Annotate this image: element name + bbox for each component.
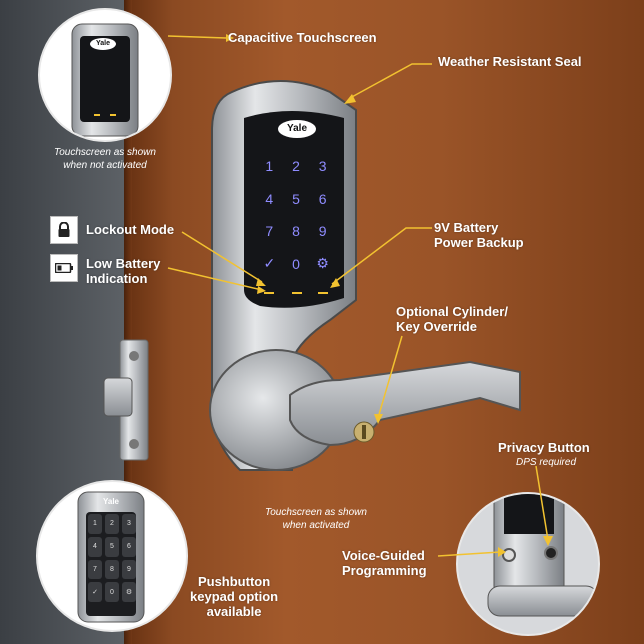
label-pushbutton-line2: keypad option [190, 589, 279, 604]
touch-key[interactable]: ✓ [263, 255, 276, 272]
label-battery-backup-line1: 9V Battery [434, 220, 499, 235]
push-key[interactable]: 7 [88, 559, 102, 580]
label-cylinder-line2: Key Override [396, 319, 477, 334]
label-low-battery-line1: Low Battery [86, 256, 161, 271]
push-key[interactable]: 4 [88, 536, 102, 557]
main-brand-logo: Yale [278, 120, 316, 138]
touch-key[interactable]: 0 [292, 255, 300, 272]
pushbutton-brand-text: Yale [102, 497, 119, 506]
label-pushbutton: Pushbutton keypad option available [190, 574, 278, 619]
label-low-battery-line2: Indication [86, 271, 148, 286]
caption-activated: Touchscreen as shown when activated [246, 506, 386, 532]
touch-key[interactable]: 5 [292, 190, 300, 207]
push-key[interactable]: 5 [105, 536, 119, 557]
inactive-lock-illustration [71, 23, 139, 137]
pushbutton-brand-logo: Yale [98, 496, 124, 508]
door-edge [124, 0, 134, 644]
caption-not-activated-line2: when not activated [63, 160, 147, 171]
label-pushbutton-line3: available [206, 604, 262, 619]
voice-speaker-icon [502, 548, 516, 562]
label-privacy-button: Privacy Button [498, 440, 590, 455]
touch-key[interactable]: 3 [318, 158, 327, 175]
inset-brand-logo: Yale [90, 38, 116, 50]
touch-key[interactable]: 2 [292, 158, 300, 175]
label-capacitive-touchscreen: Capacitive Touchscreen [228, 30, 377, 45]
label-voice-line2: Programming [342, 563, 427, 578]
label-voice-line1: Voice-Guided [342, 548, 425, 563]
label-cylinder-override: Optional Cylinder/ Key Override [396, 304, 508, 334]
push-key[interactable]: 1 [88, 514, 102, 534]
touch-key[interactable]: 7 [265, 223, 274, 240]
caption-not-activated-line1: Touchscreen as shown [54, 147, 156, 158]
caption-activated-line1: Touchscreen as shown [265, 507, 367, 518]
caption-dps-required: DPS required [515, 457, 577, 468]
touch-key[interactable]: 8 [292, 223, 300, 240]
inset-privacy-button [456, 492, 600, 636]
push-key[interactable]: ⚙ [122, 582, 136, 602]
label-battery-backup-line2: Power Backup [434, 235, 524, 250]
push-key[interactable]: ✓ [88, 582, 102, 602]
main-touch-keypad: 1 2 3 4 5 6 7 8 9 ✓ 0 ⚙ [256, 150, 336, 280]
label-cylinder-line1: Optional Cylinder/ [396, 304, 508, 319]
caption-not-activated: Touchscreen as shown when not activated [40, 146, 170, 172]
padlock-icon [50, 216, 78, 244]
label-battery-backup: 9V Battery Power Backup [434, 220, 524, 250]
inset-not-activated [38, 8, 172, 142]
brand-text: Yale [286, 123, 308, 134]
push-key[interactable]: 9 [122, 559, 136, 580]
battery-icon [50, 254, 78, 282]
status-led-middle [292, 292, 302, 294]
touch-key[interactable]: ⚙ [316, 255, 329, 272]
caption-activated-line2: when activated [282, 520, 350, 531]
label-lockout-mode: Lockout Mode [86, 222, 175, 237]
touch-key[interactable]: 6 [318, 190, 327, 207]
touch-key[interactable]: 1 [265, 158, 274, 175]
label-voice-guided: Voice-Guided Programming [342, 548, 427, 578]
push-key[interactable]: 8 [105, 559, 119, 580]
status-led-right [318, 292, 328, 294]
label-weather-resistant-seal: Weather Resistant Seal [438, 54, 582, 69]
push-key[interactable]: 0 [105, 582, 119, 602]
push-key[interactable]: 3 [122, 514, 136, 534]
status-led-left [264, 292, 274, 294]
privacy-button-icon[interactable] [544, 546, 558, 560]
push-key[interactable]: 2 [105, 514, 119, 534]
push-key[interactable]: 6 [122, 536, 136, 557]
touch-key[interactable]: 4 [265, 190, 274, 207]
label-pushbutton-line1: Pushbutton [197, 574, 271, 589]
inset-brand-text: Yale [95, 40, 110, 47]
label-low-battery: Low Battery Indication [86, 256, 160, 286]
touch-key[interactable]: 9 [318, 223, 327, 240]
